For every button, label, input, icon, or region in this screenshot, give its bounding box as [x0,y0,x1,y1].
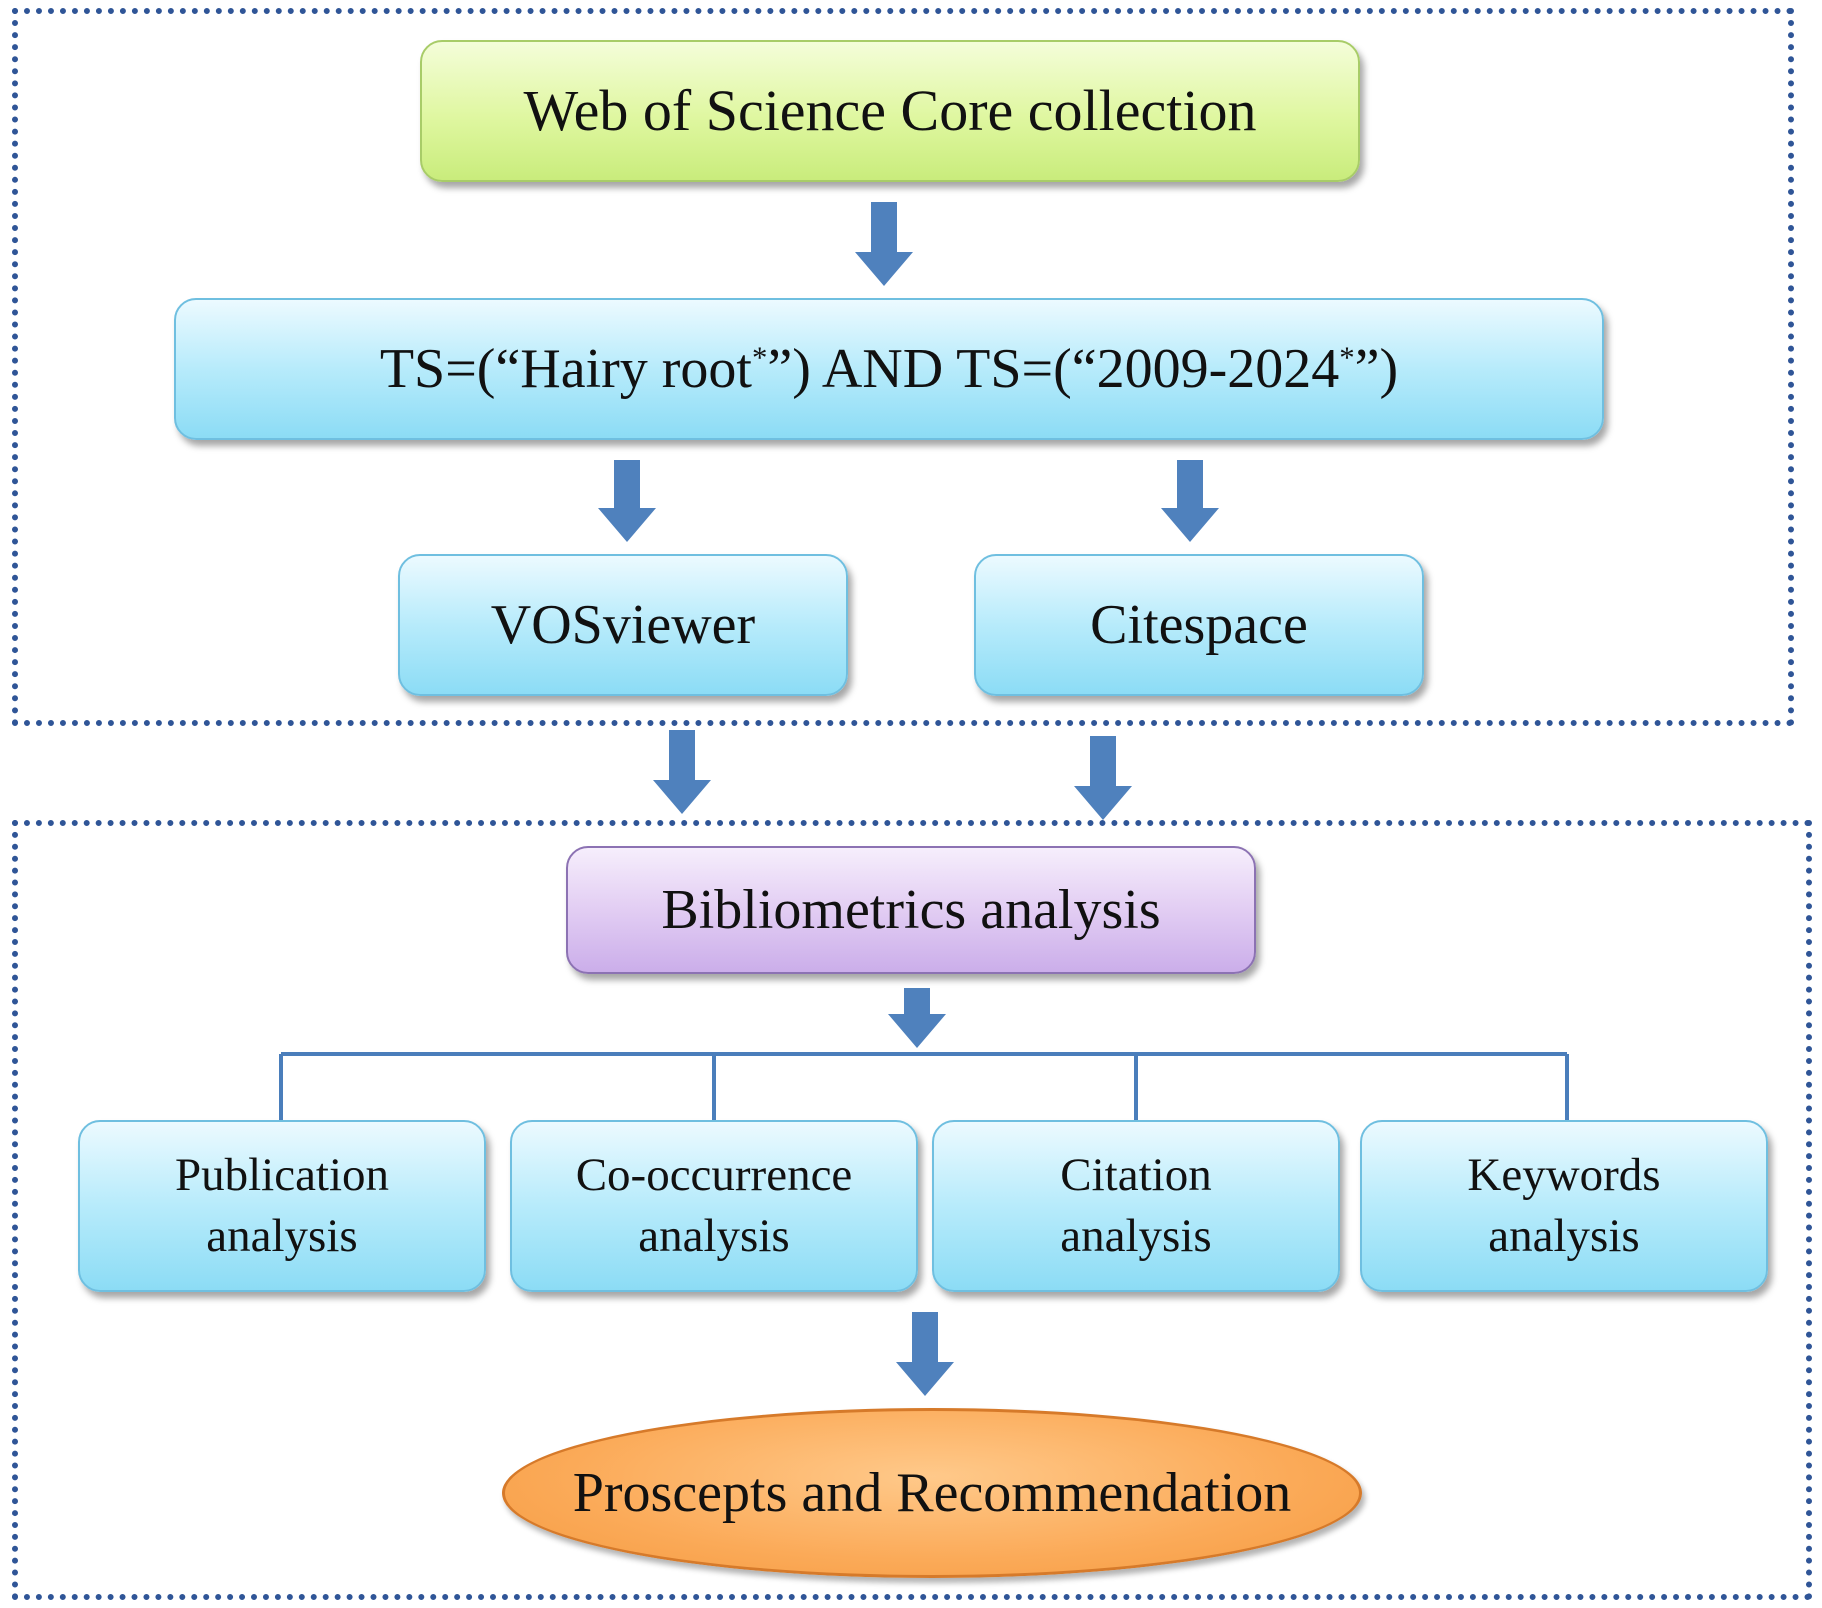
search-query-label: TS=(“Hairy root*”) AND TS=(“2009-2024*”) [379,337,1399,400]
publication-analysis-line2: analysis [206,1210,358,1262]
citation-analysis-node: Citation analysis [932,1120,1340,1292]
bibliometrics-analysis-node: Bibliometrics analysis [566,846,1256,974]
citespace-node: Citespace [974,554,1424,696]
bottom-group-dotted-border [12,820,1812,1600]
co-occurrence-analysis-line1: Co-occurrence [575,1148,853,1201]
keywords-analysis-line1: Keywords [1467,1148,1661,1201]
keywords-analysis-line2: analysis [1488,1210,1640,1262]
co-occurrence-analysis-node: Co-occurrence analysis [510,1120,918,1292]
arrow-citespace-to-bibliometrics [1074,736,1132,820]
citespace-label: Citespace [1090,593,1308,656]
bibliometrics-analysis-label: Bibliometrics analysis [661,878,1161,941]
search-query-node: TS=(“Hairy root*”) AND TS=(“2009-2024*”) [174,298,1604,440]
vosviewer-node: VOSviewer [398,554,848,696]
web-of-science-node: Web of Science Core collection [420,40,1360,182]
prospects-recommendation-node: Proscepts and Recommendation [502,1408,1362,1578]
prospects-recommendation-label: Proscepts and Recommendation [572,1461,1292,1524]
top-group-dotted-border [12,8,1794,726]
web-of-science-label: Web of Science Core collection [523,78,1257,144]
publication-analysis-line1: Publication [174,1148,390,1201]
arrow-vosviewer-to-bibliometrics [653,730,711,814]
publication-analysis-node: Publication analysis [78,1120,486,1292]
citation-analysis-line1: Citation [1060,1148,1212,1201]
vosviewer-label: VOSviewer [490,593,756,656]
keywords-analysis-node: Keywords analysis [1360,1120,1768,1292]
co-occurrence-analysis-line2: analysis [638,1210,790,1262]
citation-analysis-line2: analysis [1060,1210,1212,1262]
